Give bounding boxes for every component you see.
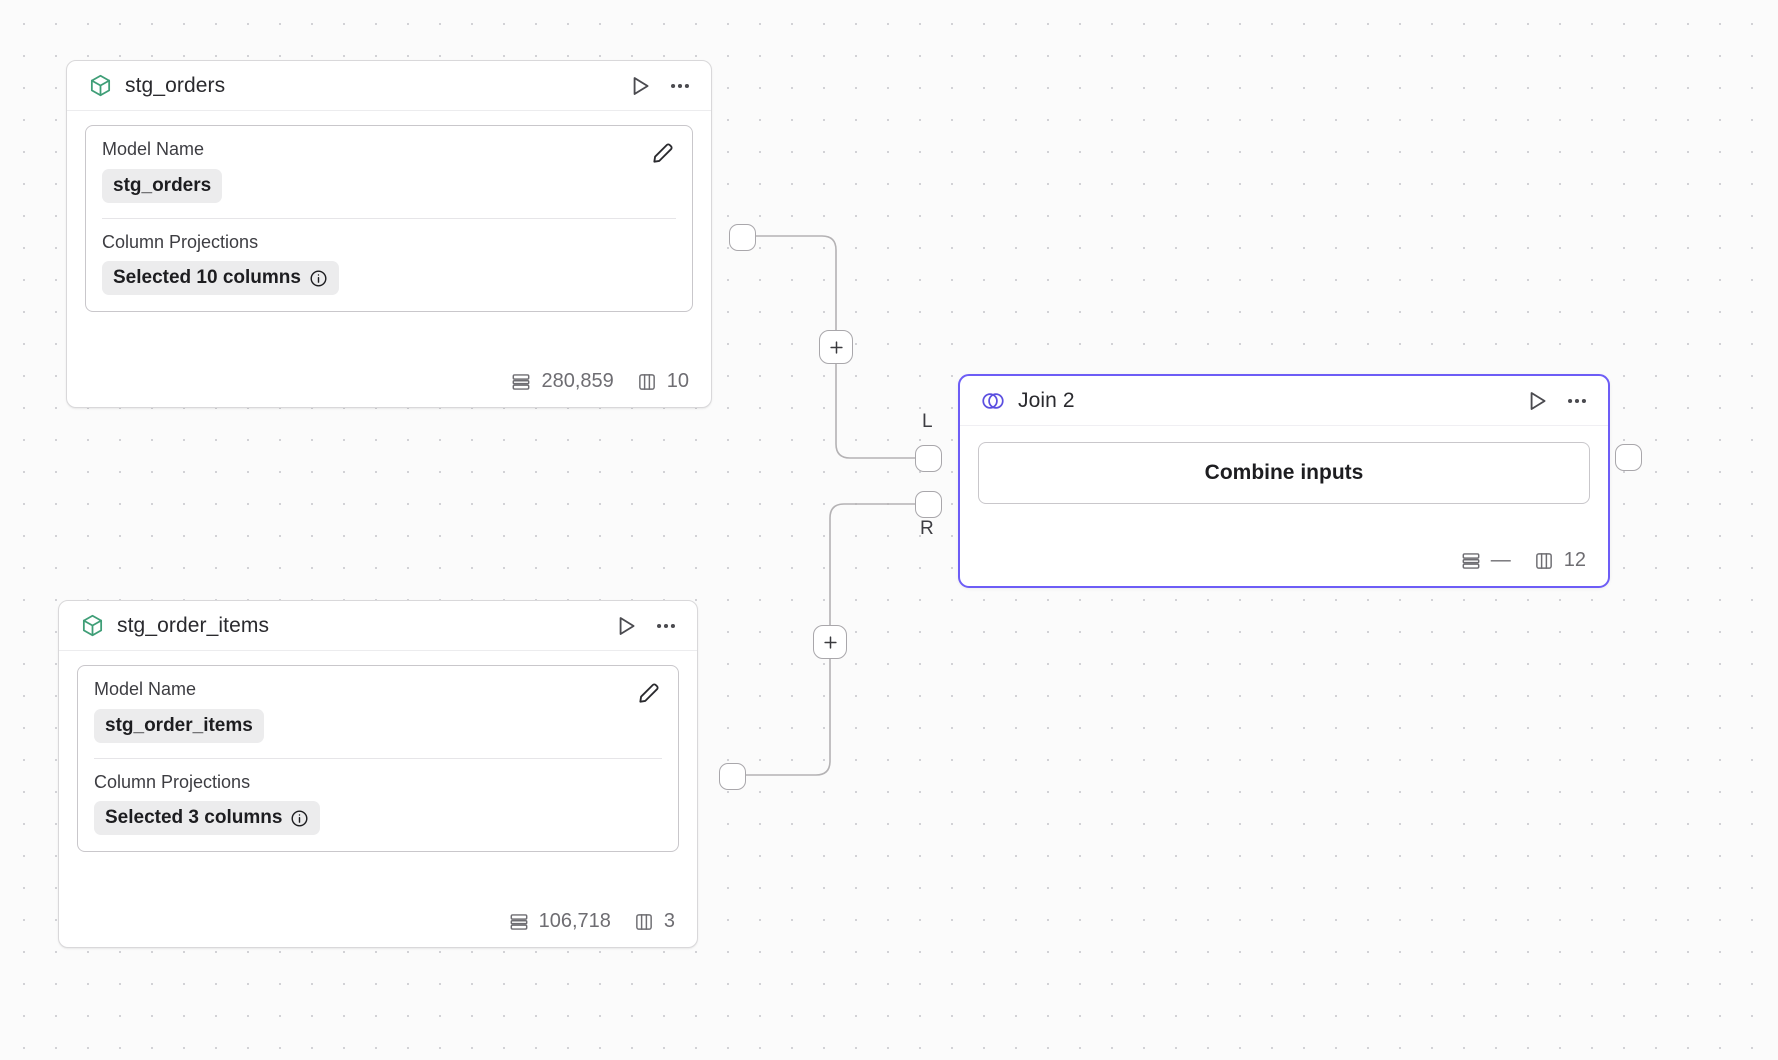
- combine-inputs-button[interactable]: Combine inputs: [978, 442, 1590, 504]
- column-projections-text: Selected 10 columns: [113, 267, 301, 289]
- run-icon[interactable]: [1524, 388, 1550, 414]
- node-header-actions: [627, 73, 693, 99]
- columns-icon: [633, 911, 655, 933]
- column-projections-value[interactable]: Selected 10 columns: [102, 261, 339, 296]
- node-header-actions: [613, 613, 679, 639]
- edge-add-button-orders-to-join[interactable]: [819, 330, 853, 364]
- rows-icon: [1460, 550, 1482, 572]
- node-footer-stats: 280,859 10: [67, 360, 711, 407]
- model-name-value[interactable]: stg_orders: [102, 168, 223, 203]
- input-handle-join-2-left[interactable]: [915, 445, 942, 472]
- model-name-label: Model Name: [102, 139, 205, 159]
- node-footer-stats: 106,718 3: [59, 900, 697, 947]
- cube-icon: [87, 73, 113, 99]
- node-header-actions: [1524, 388, 1590, 414]
- column-projections-row: Column Projections Selected 3 columns: [94, 771, 662, 836]
- run-icon[interactable]: [613, 613, 639, 639]
- node-stg-orders[interactable]: stg_orders Model Name stg_orders: [66, 60, 756, 408]
- row-count-value: 106,718: [538, 910, 611, 932]
- column-count-stat: 3: [633, 910, 675, 933]
- row-count-stat: 280,859: [510, 370, 614, 393]
- node-title: stg_order_items: [117, 613, 270, 637]
- model-name-value[interactable]: stg_order_items: [94, 708, 264, 743]
- rows-icon: [510, 371, 532, 393]
- port-label-left: L: [922, 411, 933, 432]
- column-count-stat: 10: [636, 370, 689, 393]
- model-name-label: Model Name: [94, 679, 197, 699]
- row-count-stat: 106,718: [508, 910, 611, 933]
- node-body: Model Name stg_orders Column Projections…: [67, 111, 711, 318]
- node-join-2[interactable]: Join 2 Combine inputs: [958, 374, 1642, 588]
- node-stg-order-items[interactable]: stg_order_items Model Name stg_order_ite…: [58, 600, 746, 948]
- venn-join-icon: [980, 388, 1006, 414]
- columns-icon: [1533, 550, 1555, 572]
- input-handle-join-2-right[interactable]: [915, 491, 942, 518]
- more-options-icon[interactable]: [1564, 388, 1590, 414]
- edge-add-button-order-items-to-join[interactable]: [813, 625, 847, 659]
- row-count-value: —: [1490, 549, 1511, 571]
- model-name-row: Model Name stg_orders: [102, 139, 676, 203]
- node-header: stg_order_items: [59, 601, 697, 651]
- model-config-panel: Model Name stg_orders Column Projections…: [85, 125, 693, 313]
- output-handle-stg-order-items[interactable]: [719, 763, 746, 790]
- info-icon[interactable]: [290, 809, 309, 828]
- column-projections-text: Selected 3 columns: [105, 807, 283, 829]
- node-title: stg_orders: [125, 73, 226, 97]
- column-projections-label: Column Projections: [102, 231, 259, 252]
- pencil-icon[interactable]: [650, 140, 676, 166]
- node-title: Join 2: [1018, 388, 1075, 412]
- column-projections-value[interactable]: Selected 3 columns: [94, 801, 321, 836]
- run-icon[interactable]: [627, 73, 653, 99]
- info-icon[interactable]: [309, 269, 328, 288]
- row-count-stat: —: [1460, 549, 1511, 572]
- model-name-text: stg_orders: [113, 174, 212, 196]
- node-footer-stats: — 12: [960, 539, 1608, 586]
- column-count-stat: 12: [1533, 549, 1586, 572]
- port-label-right: R: [920, 518, 934, 539]
- cube-icon: [79, 613, 105, 639]
- column-count-value: 12: [1563, 549, 1586, 571]
- field-divider: [94, 757, 662, 759]
- pencil-icon[interactable]: [636, 680, 662, 706]
- field-divider: [102, 217, 676, 219]
- output-handle-join-2[interactable]: [1615, 444, 1642, 471]
- more-options-icon[interactable]: [667, 73, 693, 99]
- model-name-text: stg_order_items: [105, 714, 253, 736]
- column-count-value: 10: [666, 370, 689, 392]
- node-header: Join 2: [960, 376, 1608, 426]
- column-projections-label: Column Projections: [94, 771, 251, 792]
- model-config-panel: Model Name stg_order_items Column Projec…: [77, 665, 679, 853]
- more-options-icon[interactable]: [653, 613, 679, 639]
- model-name-row: Model Name stg_order_items: [94, 679, 662, 743]
- output-handle-stg-orders[interactable]: [729, 224, 756, 251]
- node-header: stg_orders: [67, 61, 711, 111]
- column-projections-row: Column Projections Selected 10 columns: [102, 231, 676, 296]
- rows-icon: [508, 911, 530, 933]
- columns-icon: [636, 371, 658, 393]
- column-count-value: 3: [663, 910, 675, 932]
- row-count-value: 280,859: [541, 370, 614, 392]
- node-body: Model Name stg_order_items Column Projec…: [59, 651, 697, 858]
